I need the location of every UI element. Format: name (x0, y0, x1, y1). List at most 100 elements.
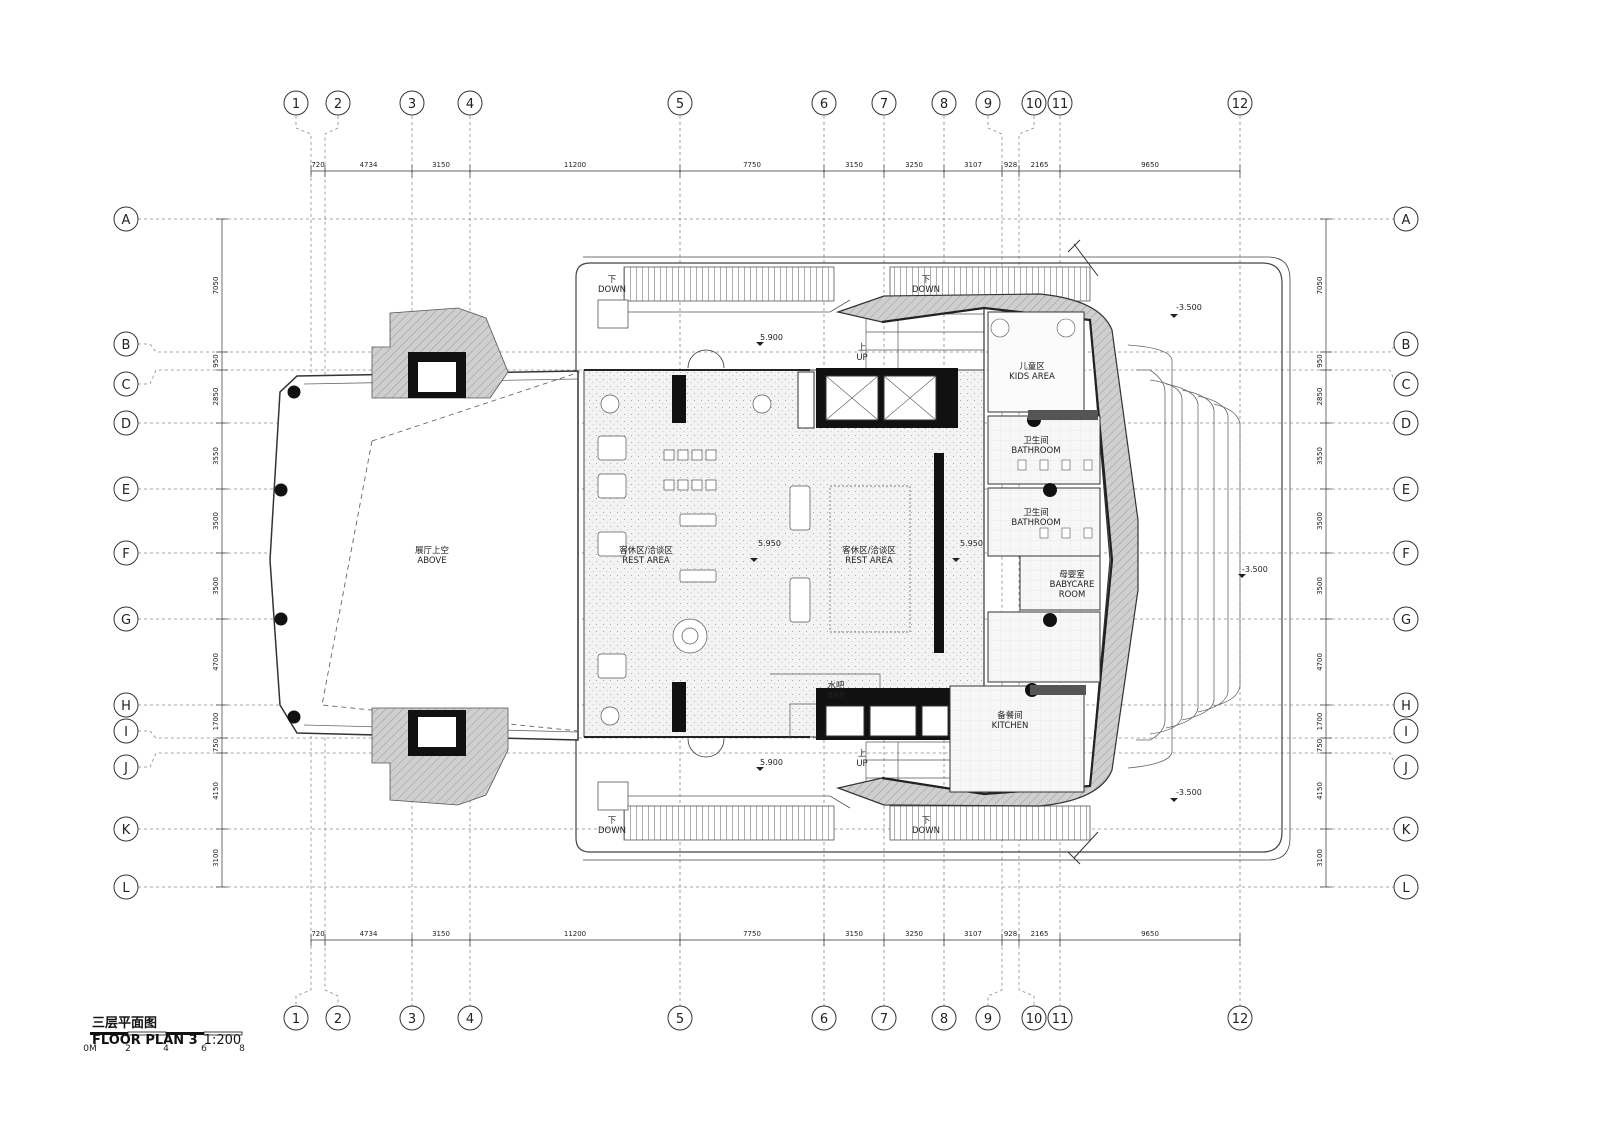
interior-columns (672, 375, 944, 732)
toilet-fixtures (990, 318, 1093, 539)
column-dimension-label: 3107 (964, 161, 982, 169)
grid-bubble-column-bottom: 4 (457, 1005, 483, 1031)
rest-area-1-label-en: REST AREA (622, 556, 670, 566)
grid-bubble-column-bottom: 8 (931, 1005, 957, 1031)
grid-bubble-label: 8 (940, 97, 948, 112)
service-rooms (949, 311, 1101, 793)
row-dimension-label: 750 (212, 739, 220, 752)
level-mark-7: -3.500 (1176, 788, 1202, 797)
grid-bubble-label: F (122, 547, 129, 562)
scale-label-8: 8 (239, 1044, 245, 1054)
column-dimension-label: 3150 (432, 161, 450, 169)
column-dimension-label: 11200 (564, 930, 586, 938)
column-dimension-label: 3150 (845, 930, 863, 938)
grid-bubble-label: 3 (408, 97, 416, 112)
column-dimension-label: 2165 (1031, 930, 1049, 938)
row-dimension-label: 7050 (1316, 277, 1324, 295)
grid-bubble-column-top: 6 (811, 90, 837, 116)
level-mark-1: 5.900 (760, 333, 783, 342)
grid-bubble-column-top: 12 (1227, 90, 1253, 116)
grid-bubble-column-top: 4 (457, 90, 483, 116)
grid-bubble-label: 11 (1052, 97, 1069, 112)
drawing-title-cn: 三层平面图 (92, 1016, 158, 1031)
scale-bar: 0M 2 4 6 8 (83, 1031, 245, 1054)
up-label-bottom-cn: 上 (858, 749, 867, 759)
grid-bubble-row-right: K (1393, 816, 1419, 842)
drawing-title-block: 三层平面图 FLOOR PLAN 3 1:200 (92, 1012, 241, 1048)
kitchen-label-en: KITCHEN (992, 721, 1029, 731)
column-dimension-label: 9650 (1141, 930, 1159, 938)
bathroom-2-label-en: BATHROOM (1011, 518, 1060, 528)
grid-bubble-row-left: E (113, 476, 139, 502)
bathroom-1-label-cn: 卫生间 (1023, 435, 1049, 446)
up-label-bottom-en: UP (856, 759, 867, 769)
down-label-sw-cn: 下 (608, 816, 617, 826)
grid-bubble-row-left: G (113, 606, 139, 632)
grid-bubble-label: 10 (1026, 97, 1043, 112)
lounge-floor (583, 369, 985, 738)
grid-bubble-label: 8 (940, 1012, 948, 1027)
bathroom-2-label-cn: 卫生间 (1023, 507, 1049, 518)
grid-bubble-label: G (121, 613, 131, 628)
row-dimension-label: 3500 (212, 577, 220, 595)
grid-bubble-column-top: 9 (975, 90, 1001, 116)
terrace-outline (575, 256, 1291, 861)
grid-bubble-label: 4 (466, 97, 474, 112)
drawing-title-en-text: FLOOR PLAN 3 (92, 1033, 198, 1048)
bar-label-en: BAR (827, 691, 845, 701)
row-dimension-label: 3100 (212, 849, 220, 867)
atrium-label-cn: 展厅上空 (415, 545, 449, 556)
grid-bubble-column-bottom: 2 (325, 1005, 351, 1031)
grid-bubble-row-right: H (1393, 692, 1419, 718)
central-core-bottom (816, 688, 958, 740)
grid-bubble-row-right: C (1393, 371, 1419, 397)
column-dimension-label: 11200 (564, 161, 586, 169)
drawing-scale: 1:200 (203, 1033, 242, 1048)
row-dimension-label: 3550 (1316, 447, 1324, 465)
grid-line-row (138, 752, 1397, 768)
doors (687, 349, 725, 758)
grid-bubble-column-top: 7 (871, 90, 897, 116)
down-label-sw-en: DOWN (598, 826, 626, 836)
grid-bubble-label: I (1404, 725, 1408, 740)
row-dimension-label: 4700 (212, 653, 220, 671)
grid-bubble-label: L (1402, 881, 1410, 896)
rest-area-2-label-en: REST AREA (845, 556, 893, 566)
row-dimension-label: 3500 (1316, 512, 1324, 530)
down-label-nw-cn: 下 (608, 275, 617, 285)
grid-bubble-label: J (123, 761, 128, 776)
stepped-seating (1127, 344, 1241, 769)
column-dimension-label: 720 (311, 930, 324, 938)
row-dimension-label: 3500 (212, 512, 220, 530)
grid-bubble-column-top: 2 (325, 90, 351, 116)
grid-bubble-row-left: L (113, 874, 139, 900)
level-mark-4: 5.900 (760, 758, 783, 767)
scale-label-4: 4 (163, 1044, 169, 1054)
grid-bubble-label: E (122, 483, 130, 498)
grid-bubble-label: 9 (984, 97, 992, 112)
up-label-top-en: UP (856, 353, 867, 363)
grid-bubble-label: 5 (676, 1012, 684, 1027)
grid-bubble-row-right: A (1393, 206, 1419, 232)
grid-line-col (1018, 116, 1035, 1006)
grid-bubble-label: D (1401, 417, 1411, 432)
grid-bubble-row-left: F (113, 540, 139, 566)
babycare-label-en-1: BABYCARE (1050, 580, 1095, 590)
column-dimension-label: 4734 (360, 930, 378, 938)
grid-bubble-column-top: 10 (1021, 90, 1047, 116)
grid-bubble-label: 7 (880, 1012, 888, 1027)
level-marks: 5.900 5.950 5.950 5.900 -3.500 -3.500 -3… (750, 303, 1268, 802)
level-mark-6: -3.500 (1242, 565, 1268, 574)
grid-bubble-row-right: L (1393, 874, 1419, 900)
grid-bubble-row-left: D (113, 410, 139, 436)
service-columns (1025, 410, 1098, 697)
kids-area-label-cn: 儿童区 (1019, 361, 1045, 372)
down-label-se-en: DOWN (912, 826, 940, 836)
down-label-ne-en: DOWN (912, 285, 940, 295)
grid-bubble-label: 2 (334, 1012, 342, 1027)
column-dimension-label: 928 (1004, 161, 1017, 169)
grid-bubble-row-left: H (113, 692, 139, 718)
column-dimension-label: 3250 (905, 930, 923, 938)
